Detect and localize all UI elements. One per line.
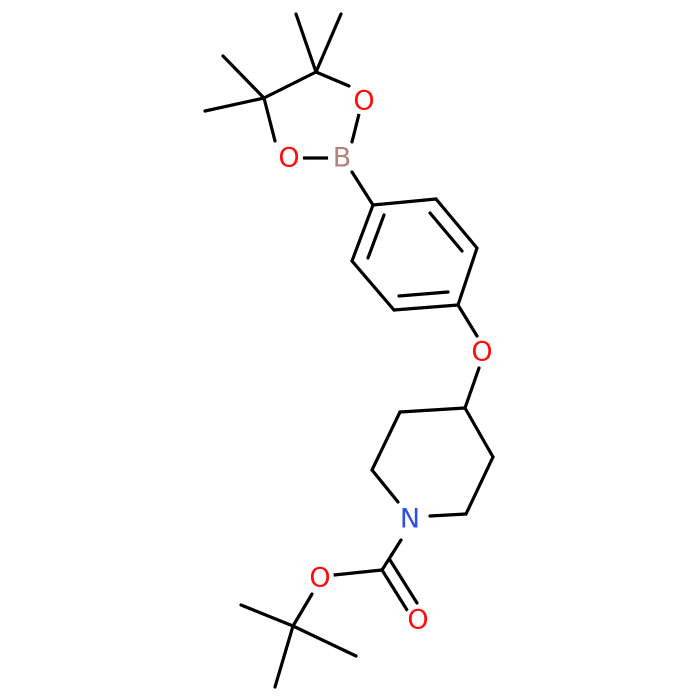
bond-piperidine-c6-n <box>428 512 468 518</box>
bond-carbonyl-double-b <box>388 558 419 605</box>
bond-benzene-c1-c2-inner <box>397 290 450 298</box>
bond-carbonyl-carbon-nitrogen <box>380 538 403 572</box>
bond-tbu-methyl-bottom <box>273 624 295 689</box>
bonds <box>203 12 495 689</box>
bond-ether-oxygen-aryl <box>456 303 479 338</box>
bond-c-quaternary-c-quaternary <box>262 70 318 100</box>
bond-piperidine-c3-c4 <box>398 406 467 414</box>
bond-benzene-c2-c3 <box>350 259 396 312</box>
bond-piperidine-c2-c3 <box>370 410 402 472</box>
boron-atom-label: B <box>333 143 352 174</box>
bond-piperidine-c4-ether-oxygen <box>463 366 481 410</box>
bond-benzene-c5-c6-inner <box>428 211 464 253</box>
bond-ester-oxygen-carbonyl-carbon <box>332 568 384 577</box>
bond-benzene-c1-c2 <box>392 303 460 312</box>
atom-labels: B O O O N O O <box>275 86 496 636</box>
bond-tbu-methyl-top <box>239 603 295 628</box>
bond-piperidine-c4-c5 <box>463 406 495 459</box>
bond-benzene-c4-c5 <box>371 197 438 207</box>
dioxaborolane-oxygen-left-label: O <box>278 143 299 174</box>
bond-pinacol-methyl-2 <box>314 12 343 74</box>
bond-o-right-c-quaternary <box>314 70 351 88</box>
dioxaborolane-oxygen-right-label: O <box>353 86 374 117</box>
bond-benzene-c3-c4 <box>350 203 375 263</box>
piperidine-nitrogen-label: N <box>400 504 420 535</box>
carbonyl-oxygen-label: O <box>407 605 428 636</box>
bond-tbu-methyl-right <box>291 624 358 658</box>
bond-benzene-c3-c4-inner <box>366 213 386 260</box>
bond-c-quaternary-o-left <box>262 96 277 143</box>
bond-benzene-c6-c1 <box>456 246 479 307</box>
bond-pinacol-methyl-4 <box>203 96 266 113</box>
ether-oxygen-label: O <box>471 337 492 368</box>
bond-pinacol-methyl-3 <box>221 54 266 100</box>
bond-benzene-c5-c6 <box>434 197 479 250</box>
ester-oxygen-label: O <box>309 563 330 594</box>
bond-aryl-boron <box>350 170 375 207</box>
bond-piperidine-n-c2 <box>370 468 400 504</box>
bond-tbu-ester-oxygen <box>291 592 314 628</box>
bond-piperidine-c5-c6 <box>464 455 495 516</box>
bond-boron-o-right <box>350 112 361 144</box>
bond-pinacol-methyl-1 <box>294 12 318 74</box>
bond-carbonyl-double-a <box>380 568 409 612</box>
